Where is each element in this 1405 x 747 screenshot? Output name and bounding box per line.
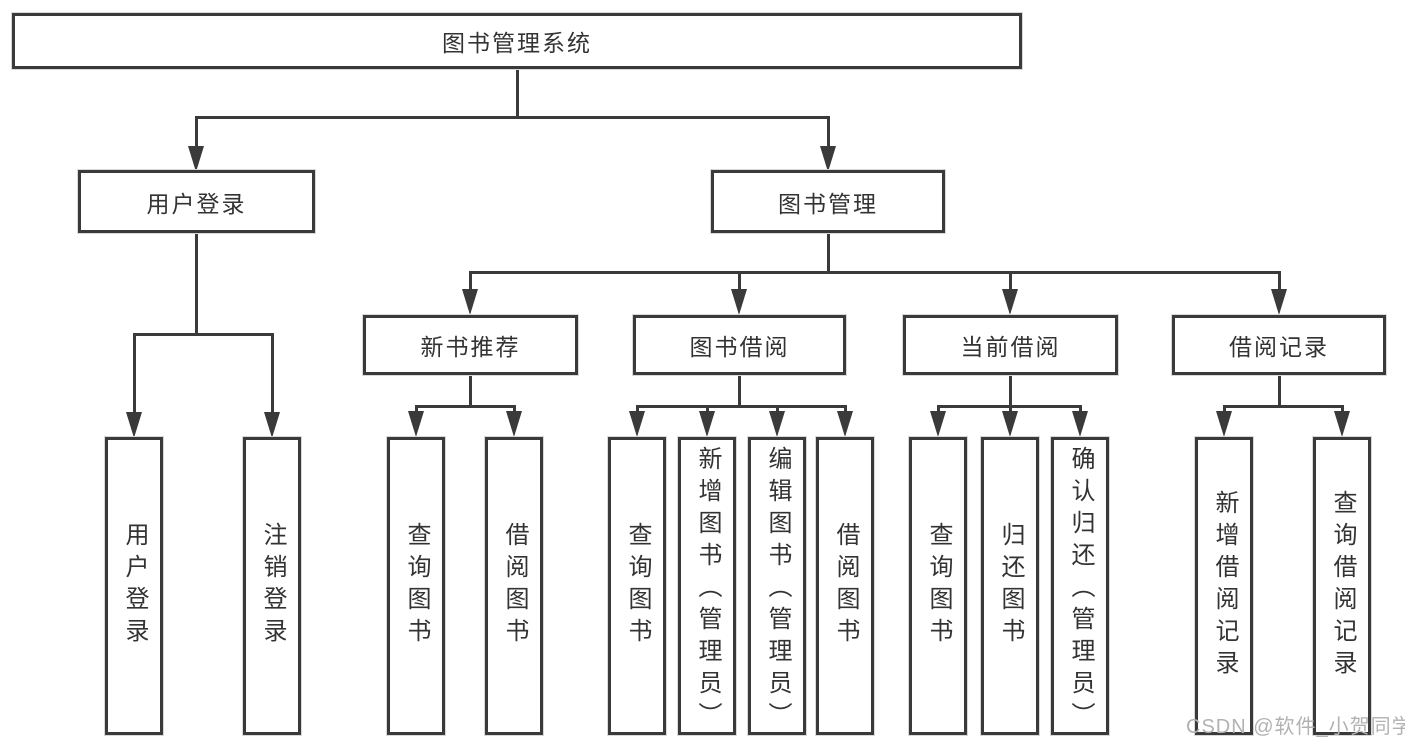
- arrow-down-icon: [188, 146, 204, 172]
- connector-line: [516, 69, 519, 118]
- arrow-down-icon: [629, 411, 645, 437]
- node-new-book-recommend: 新书推荐: [363, 315, 578, 375]
- node-borrow-records: 借阅记录: [1172, 315, 1386, 375]
- connector-line: [133, 333, 274, 336]
- connector-line: [195, 116, 198, 148]
- arrow-down-icon: [1002, 289, 1018, 315]
- connector-line: [1223, 405, 1226, 415]
- connector-line: [776, 405, 779, 415]
- connector-line: [469, 271, 1281, 274]
- arrow-down-icon: [408, 411, 424, 437]
- leaf-borrow-borrow-books: 借阅图书: [816, 437, 874, 735]
- leaf-newbook-query-books: 查询图书: [387, 437, 445, 735]
- connector-line: [1009, 405, 1012, 415]
- leaf-records-add-record: 新增借阅记录: [1195, 437, 1253, 735]
- leaf-logout: 注销登录: [243, 437, 301, 735]
- node-book-borrow: 图书借阅: [633, 315, 846, 375]
- arrow-down-icon: [1216, 411, 1232, 437]
- connector-line: [636, 405, 639, 415]
- leaf-borrow-edit-books-admin: 编辑图书（管理员）: [748, 437, 806, 735]
- connector-line: [738, 375, 741, 408]
- arrow-down-icon: [506, 411, 522, 437]
- connector-line: [415, 405, 516, 408]
- connector-line: [133, 333, 136, 412]
- leaf-current-query-books: 查询图书: [909, 437, 967, 735]
- connector-line: [937, 405, 940, 415]
- arrow-down-icon: [1271, 289, 1287, 315]
- leaf-current-confirm-return-admin: 确认归还（管理员）: [1051, 437, 1109, 735]
- arrow-down-icon: [1334, 411, 1350, 437]
- arrow-down-icon: [264, 412, 280, 438]
- arrow-down-icon: [769, 411, 785, 437]
- connector-line: [1223, 405, 1344, 408]
- connector-line: [195, 233, 198, 336]
- connector-line: [271, 333, 274, 412]
- connector-line: [1079, 405, 1082, 415]
- connector-line: [738, 271, 741, 291]
- connector-line: [1009, 375, 1012, 408]
- connector-line: [513, 405, 516, 415]
- connector-line: [827, 233, 830, 274]
- arrow-down-icon: [837, 411, 853, 437]
- leaf-user-login: 用户登录: [105, 437, 163, 735]
- node-book-management: 图书管理: [711, 170, 945, 233]
- arrow-down-icon: [1072, 411, 1088, 437]
- leaf-records-query-record: 查询借阅记录: [1313, 437, 1371, 735]
- connector-line: [1009, 271, 1012, 291]
- arrow-down-icon: [126, 412, 142, 438]
- connector-line: [706, 405, 709, 415]
- node-current-borrow: 当前借阅: [903, 315, 1118, 375]
- connector-line: [1341, 405, 1344, 415]
- connector-line: [469, 271, 472, 291]
- leaf-current-return-books: 归还图书: [981, 437, 1039, 735]
- connector-line: [827, 116, 830, 148]
- arrow-down-icon: [820, 146, 836, 172]
- connector-line: [195, 116, 830, 119]
- arrow-down-icon: [699, 411, 715, 437]
- connector-line: [636, 405, 847, 408]
- leaf-borrow-query-books: 查询图书: [608, 437, 666, 735]
- node-user-login: 用户登录: [78, 170, 315, 233]
- connector-line: [1278, 271, 1281, 291]
- arrow-down-icon: [930, 411, 946, 437]
- arrow-down-icon: [1002, 411, 1018, 437]
- connector-line: [1278, 375, 1281, 408]
- connector-line: [415, 405, 418, 415]
- watermark-text: CSDN @软件_小贺同学: [1186, 716, 1405, 738]
- leaf-borrow-add-books-admin: 新增图书（管理员）: [678, 437, 736, 735]
- node-root: 图书管理系统: [12, 13, 1022, 69]
- arrow-down-icon: [731, 289, 747, 315]
- connector-line: [469, 375, 472, 408]
- leaf-newbook-borrow-books: 借阅图书: [485, 437, 543, 735]
- connector-line: [844, 405, 847, 415]
- arrow-down-icon: [462, 289, 478, 315]
